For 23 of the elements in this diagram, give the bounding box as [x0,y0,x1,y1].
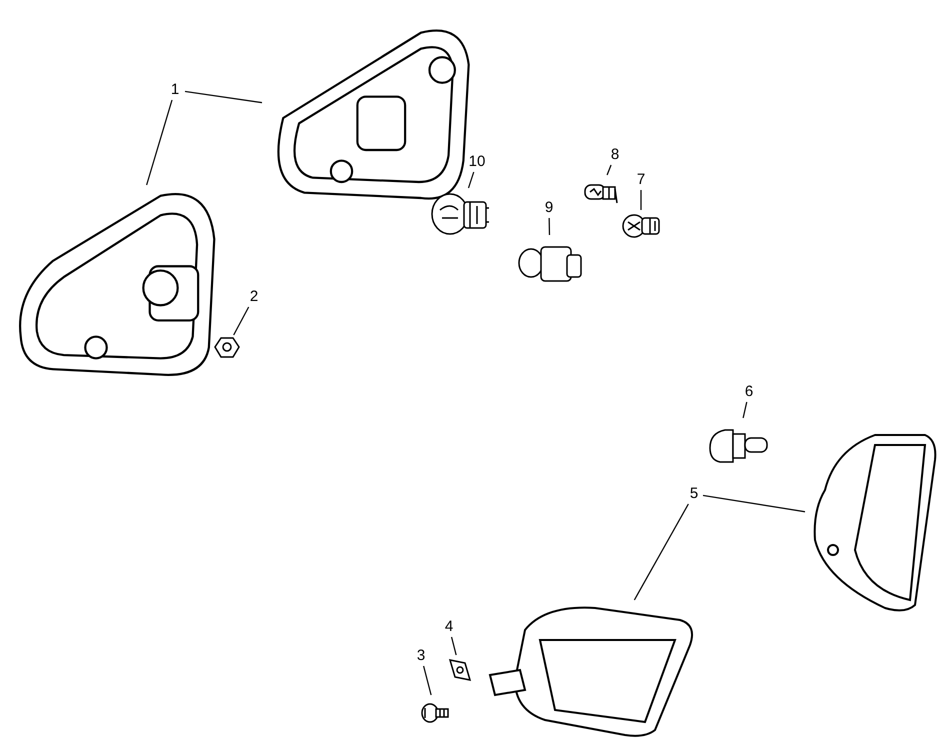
callout-number: 2 [245,287,263,307]
callout-number: 8 [606,145,624,165]
leader-line [742,402,748,418]
leader-line [606,164,612,176]
callout-number: 4 [440,617,458,637]
callout-number: 1 [165,80,185,100]
callout-number: 6 [740,382,758,402]
leader-line [423,666,432,696]
leader-line [634,504,689,600]
leader-line [184,90,262,104]
callout-number: 5 [685,484,703,504]
callout-number: 7 [632,170,650,190]
callout-number: 3 [412,646,430,666]
callout-number: 10 [465,152,489,172]
leader-line [468,172,474,188]
leader-line [548,218,550,236]
leader-line [702,494,806,512]
leader-line [146,100,173,186]
nut-drawing [213,335,241,360]
leader-line [640,190,642,210]
leader-line [450,636,457,656]
callout-number: 9 [540,198,558,218]
leader-line [233,306,250,336]
